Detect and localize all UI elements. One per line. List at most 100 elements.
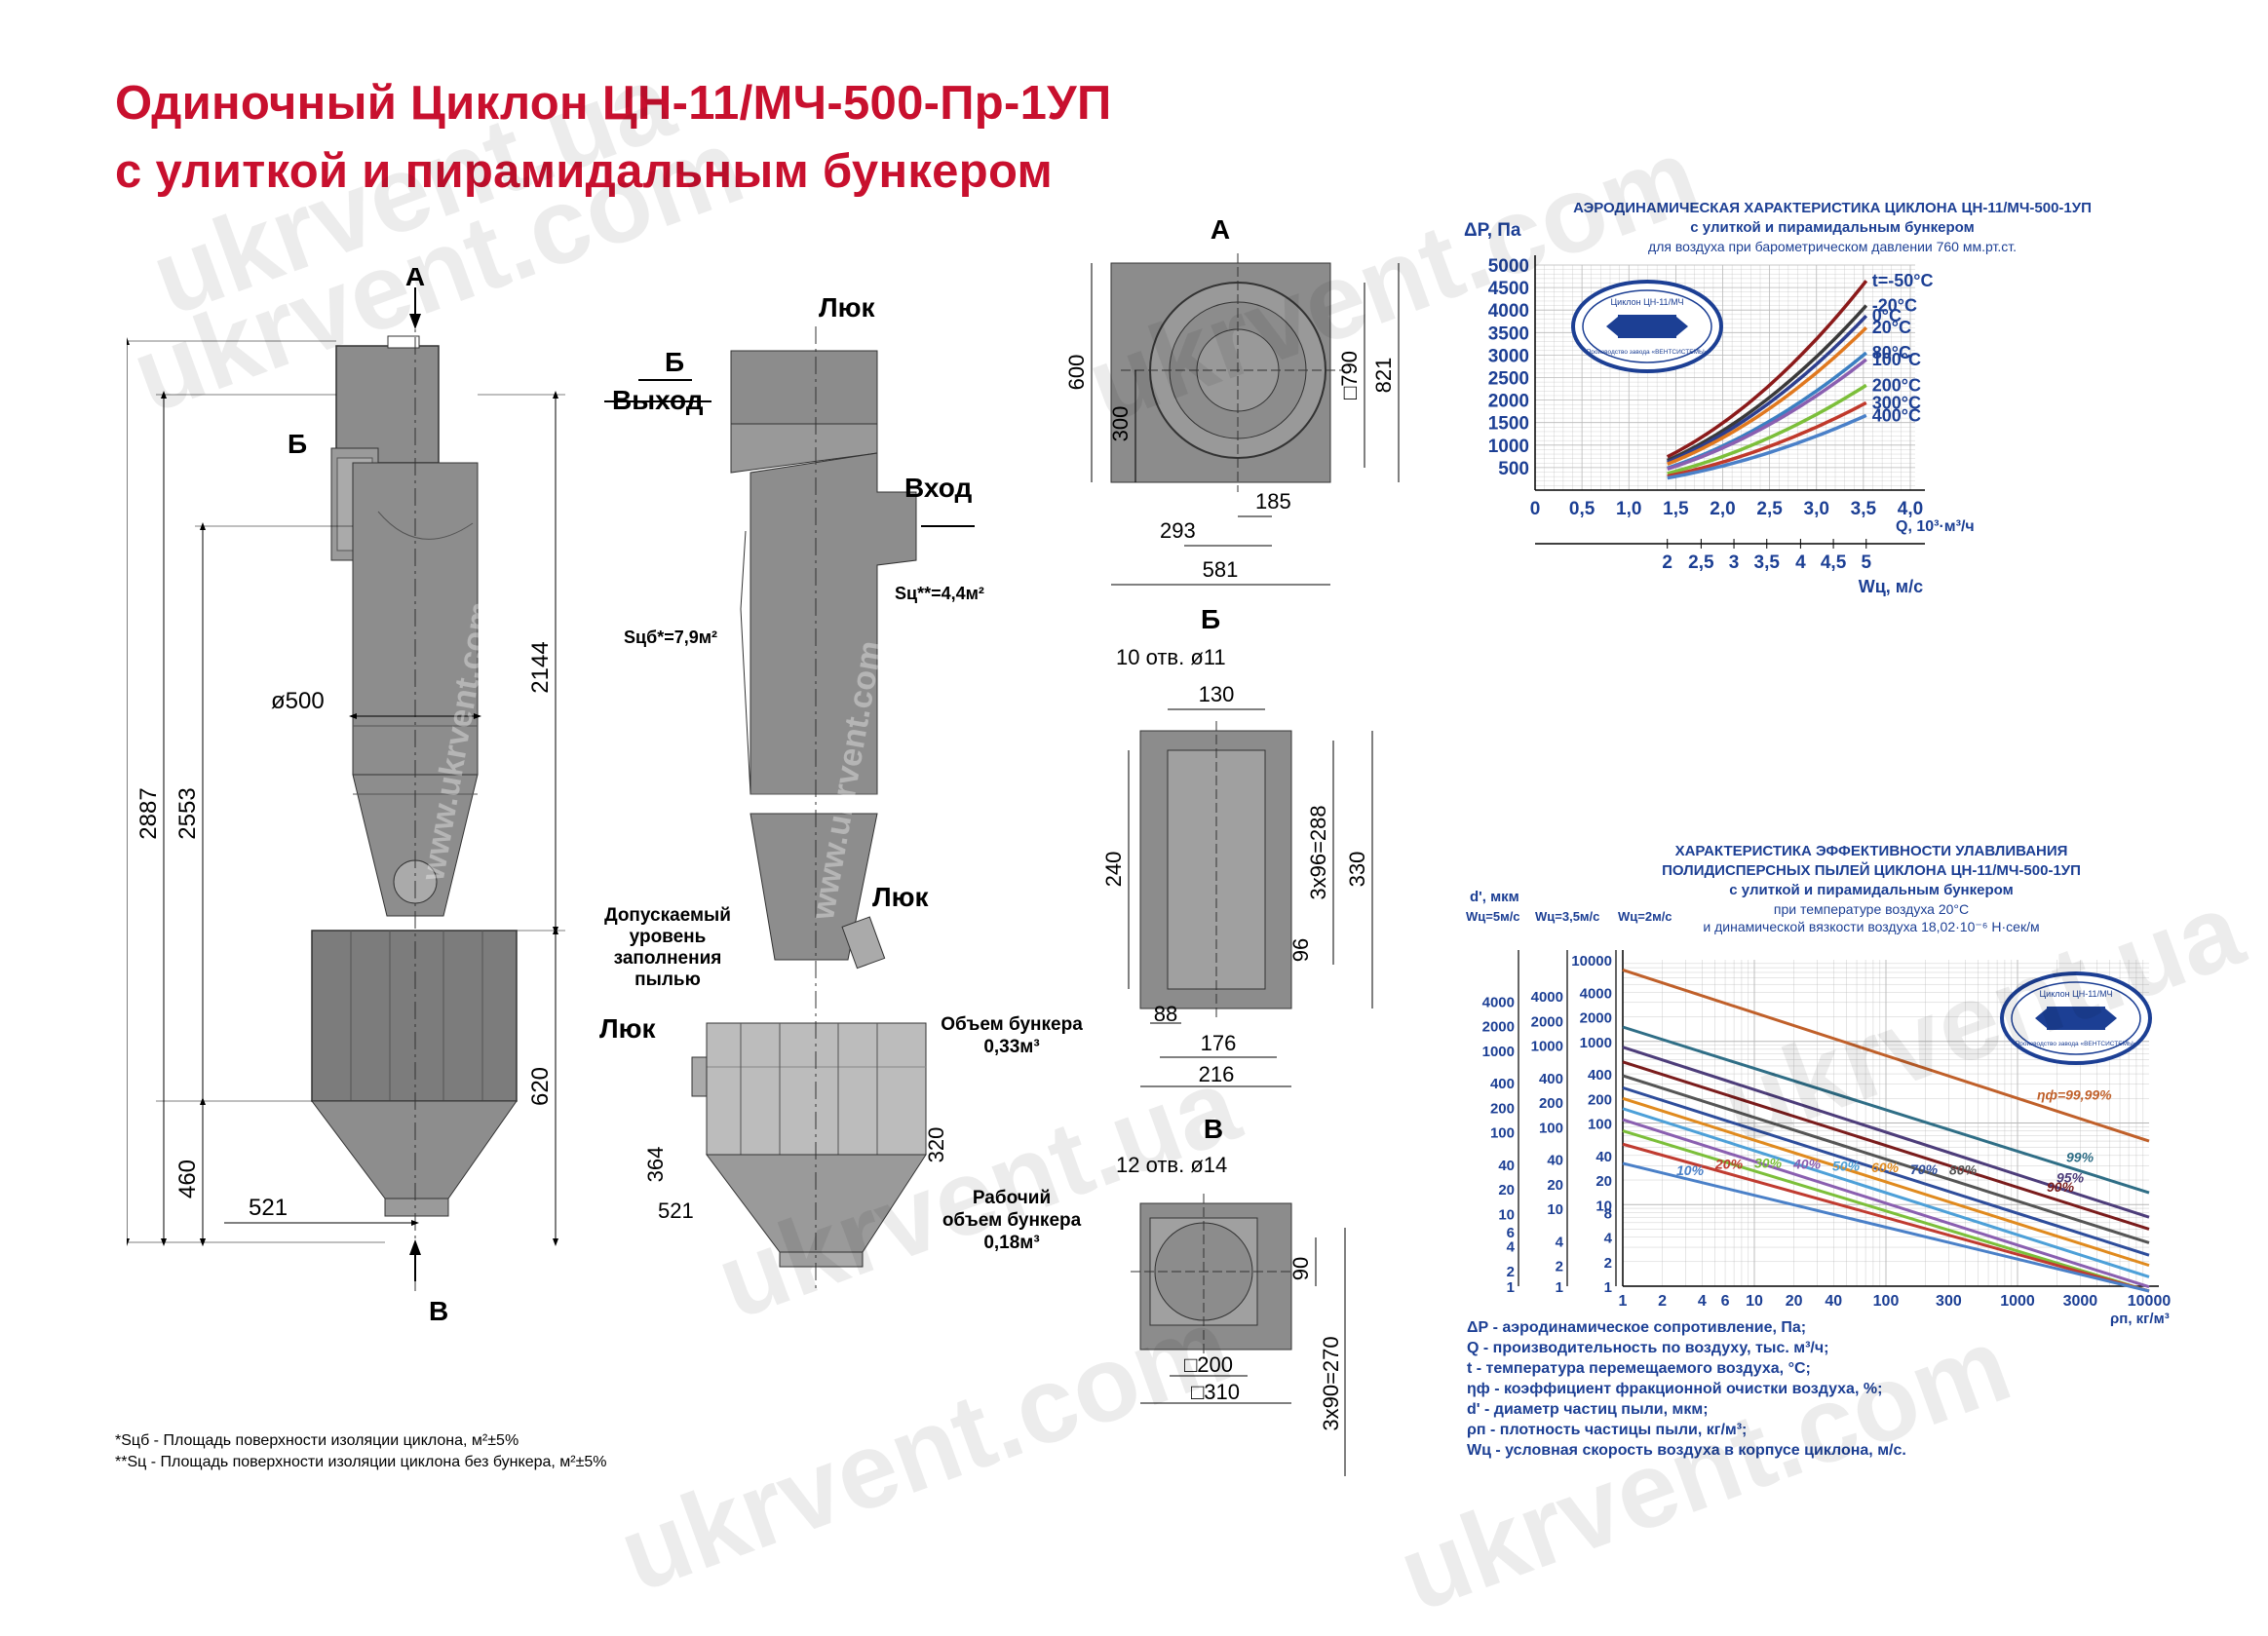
logo-bottom-text: Производство завода «ВЕНТСИСТЕМЫ» — [1587, 349, 1709, 356]
chart2-y-tick: 4 — [1507, 1239, 1516, 1256]
chart2-y-tick: 400 — [1588, 1067, 1612, 1084]
chart1-x-tick: 2,5 — [1756, 499, 1783, 519]
chart1-x-tick: 1,0 — [1616, 499, 1641, 519]
page-subtitle: с улиткой и пирамидальным бункером — [115, 145, 1054, 198]
view-a-dim-790: □790 — [1337, 351, 1362, 399]
chart2-y-tick: 1000 — [1580, 1035, 1612, 1051]
view-b-dim-88: 88 — [1154, 1002, 1177, 1026]
chart2-y-tick: 1 — [1507, 1279, 1515, 1296]
chart2-series-label: 30% — [1754, 1155, 1783, 1170]
view-b-holes: 10 отв. ø11 — [1116, 645, 1226, 669]
chart2-series-line — [1622, 1118, 2150, 1289]
view-v-drawing: В 12 отв. ø14 90 □200 □310 3х90=270 — [1116, 1114, 1346, 1476]
chart2-series-line — [1622, 1142, 2150, 1293]
chart1-y-tick: 2500 — [1488, 369, 1529, 390]
chart2-y-tick: 4000 — [1531, 989, 1563, 1006]
chart1-series-label: 80°С — [1872, 343, 1911, 362]
side-fill-level-1: Допускаемый — [604, 905, 731, 926]
chart2-y-tick: 10 — [1547, 1201, 1563, 1218]
chart2-y-tick: 200 — [1539, 1095, 1563, 1112]
chart1-x-label: Q, 10³·м³/ч — [1896, 518, 1975, 535]
chart2-x-tick: 1000 — [2000, 1293, 2035, 1310]
chart1-y-label: ΔР, Па — [1464, 220, 1521, 241]
chart1-subtitle-1: с улиткой и пирамидальным бункером — [1690, 219, 1975, 236]
chart1-x-tick: 3,0 — [1804, 499, 1829, 519]
chart1-x-tick: 0,5 — [1569, 499, 1595, 519]
view-a-label: А — [1211, 214, 1230, 245]
chart1-y-tick: 1500 — [1488, 414, 1529, 435]
chart2-series-line — [1622, 1046, 2150, 1219]
front-dim-2144: 2144 — [527, 641, 554, 693]
chart2-y-tick: 2 — [1507, 1264, 1515, 1280]
legend-line: Q - производительность по воздуху, тыс. … — [1467, 1340, 1829, 1356]
legend-line: ΔР - аэродинамическое сопротивление, Па; — [1467, 1319, 1807, 1336]
logo-top-text: Циклон ЦН-11/МЧ — [1611, 297, 1684, 307]
chart2-axis-header: Wц=2м/с — [1618, 909, 1672, 924]
chart2-y-tick: 4 — [1604, 1231, 1613, 1247]
chart1-series-label: 20°С — [1872, 318, 1911, 337]
side-working-volume-1: Рабочий — [973, 1188, 1051, 1208]
chart2-y-tick: 4000 — [1482, 994, 1515, 1010]
chart2-y-tick: 6 — [1507, 1225, 1515, 1241]
chart2-series-label: 60% — [1871, 1160, 1900, 1175]
chart2-x-tick: 10 — [1746, 1293, 1763, 1310]
chart2-subtitle-2: с улиткой и пирамидальным бункером — [1729, 882, 2014, 898]
side-view-drawing: Люк Б Выход Вход Sцб*=7,9м² Sц**=4,4м² Л… — [599, 292, 1083, 1291]
chart1-subtitle-2: для воздуха при барометрическом давлении… — [1648, 239, 2017, 254]
side-hopper-volume-2: 0,33м³ — [983, 1037, 1039, 1057]
footnote-1: *Sцб - Площадь поверхности изоляции цикл… — [115, 1432, 519, 1449]
view-b-dim-176: 176 — [1201, 1031, 1237, 1055]
page-title: Одиночный Циклон ЦН-11/МЧ-500-Пр-1УП — [115, 77, 1112, 130]
view-a-dim-581: 581 — [1203, 557, 1239, 582]
chart2-y-tick: 10000 — [1571, 953, 1612, 970]
view-v-dim-270: 3х90=270 — [1319, 1336, 1343, 1430]
chart2-y-tick: 10 — [1595, 1198, 1612, 1214]
chart2-y-tick: 40 — [1547, 1153, 1563, 1169]
chart2-y-tick: 2 — [1604, 1255, 1612, 1272]
front-view-drawing: А Б В ø500 3543 2887 2553 2144 620 460 5… — [127, 268, 565, 1326]
chart2-series-label: 80% — [1949, 1161, 1978, 1177]
legend-line: t - температура перемещаемого воздуха, °… — [1467, 1360, 1811, 1377]
chart1-x-tick: 0 — [1530, 499, 1541, 519]
chart2-series-line — [1622, 1161, 2150, 1293]
front-dim-521: 521 — [249, 1195, 288, 1221]
view-a-dim-300: 300 — [1108, 406, 1133, 442]
chart1-y-tick: 3500 — [1488, 323, 1529, 344]
chart2-y-tick: 200 — [1490, 1100, 1515, 1117]
front-dim-2887: 2887 — [135, 787, 162, 839]
chart1-series-line — [1667, 325, 1868, 466]
chart2-y-tick: 20 — [1547, 1177, 1563, 1194]
view-b-drawing: Б 10 отв. ø11 130 240 3х96=288 330 96 88… — [1101, 604, 1373, 1087]
chart2-series-line — [1622, 1060, 2150, 1231]
side-dim-364: 364 — [643, 1147, 668, 1183]
chart1-y-tick: 3000 — [1488, 346, 1529, 366]
chart2-x-tick: 3000 — [2063, 1293, 2098, 1310]
chart1-x2-label: Wц, м/с — [1859, 577, 1923, 596]
chart2-series-label: 20% — [1714, 1156, 1744, 1171]
chart2-y-tick: 1000 — [1531, 1039, 1563, 1055]
side-fill-level-4: пылью — [634, 970, 701, 990]
chart1-y-tick: 5000 — [1488, 256, 1529, 277]
chart1-x-tick: 1,5 — [1663, 499, 1689, 519]
side-working-volume-2: объем бункера — [942, 1210, 1082, 1231]
chart1-series-label: 100°С — [1872, 350, 1921, 369]
chart2-subtitle-3: при температуре воздуха 20°С — [1773, 901, 1970, 917]
chart1-y-tick: 4500 — [1488, 279, 1529, 299]
chart2-y-tick: 100 — [1490, 1125, 1515, 1142]
chart2-x-tick: 300 — [1936, 1293, 1962, 1310]
chart1-series-label: 0°С — [1872, 306, 1902, 325]
legend-line: ρп - плотность частицы пыли, кг/м³; — [1467, 1422, 1748, 1438]
chart1-series-label: -20°С — [1872, 296, 1917, 316]
view-a-dim-293: 293 — [1160, 518, 1196, 543]
view-v-dim-90: 90 — [1288, 1257, 1313, 1280]
chart2-subtitle-4: и динамической вязкости воздуха 18,02·10… — [1703, 919, 2040, 934]
cyclone-logo-bottom: Циклон ЦН-11/МЧ Производство завода «ВЕН… — [2000, 971, 2152, 1065]
chart1-series-line — [1666, 304, 1868, 463]
view-v-holes: 12 отв. ø14 — [1116, 1153, 1227, 1177]
view-a-dim-185: 185 — [1255, 489, 1291, 514]
chart2-series-label: 95% — [2057, 1170, 2085, 1186]
chart1-x2-tick: 2,5 — [1688, 552, 1714, 573]
chart1-series-line — [1667, 314, 1868, 465]
chart1-series-line — [1667, 400, 1867, 478]
